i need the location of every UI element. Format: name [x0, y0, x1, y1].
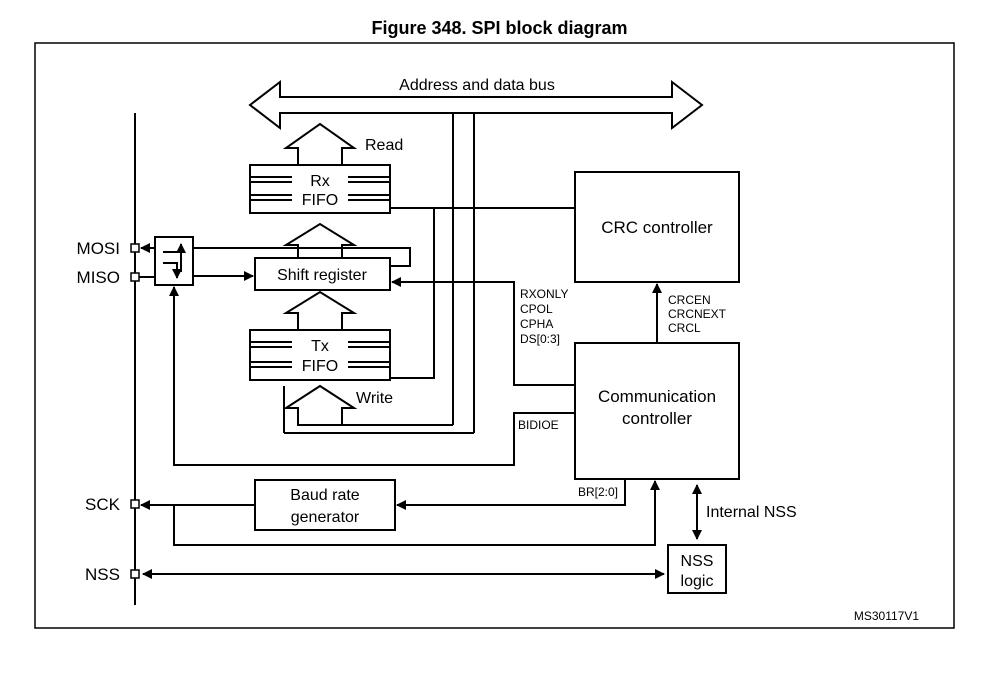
nss-logic-label-2: logic	[681, 573, 714, 590]
tx-fifo-label-1: Tx	[311, 338, 329, 355]
crc-signal-label-2: CRCL	[668, 321, 701, 335]
write-arrow	[282, 384, 358, 426]
miso-label: MISO	[77, 268, 120, 287]
nss-logic	[667, 544, 727, 594]
miso-pin	[130, 272, 140, 282]
crc-signal-label-0: CRCEN	[668, 293, 711, 307]
mosi-pin	[130, 243, 140, 253]
sck-pin	[130, 499, 140, 509]
figure-title: Figure 348. SPI block diagram	[371, 18, 628, 38]
tx-fifo-label-2: FIFO	[302, 358, 338, 375]
crc-controller	[574, 171, 740, 283]
baud-label-1: Baud rate	[290, 487, 359, 504]
sck-feedback-line	[173, 480, 660, 546]
control-signal-label-1: CPOL	[520, 302, 553, 316]
rx-fifo-label-1: Rx	[310, 173, 330, 190]
bidioe-line	[169, 286, 575, 466]
shift-register-label: Shift register	[277, 267, 367, 284]
nss-pin	[130, 569, 140, 579]
br-line	[396, 479, 626, 510]
mosi-label: MOSI	[77, 239, 120, 258]
crc-signal-label-1: CRCNEXT	[668, 307, 727, 321]
control-signal-label-0: RXONLY	[520, 287, 568, 301]
address-data-bus-arrow	[248, 79, 704, 131]
read-arrow	[282, 122, 358, 166]
comm-controller-label-1: Communication	[598, 387, 716, 406]
bidioe-label: BIDIOE	[518, 418, 559, 432]
baud-label-2: generator	[291, 509, 360, 526]
nss-logic-label-1: NSS	[681, 553, 714, 570]
sck-label: SCK	[85, 495, 121, 514]
figure-frame	[34, 42, 955, 629]
ctrl-to-shift-line	[391, 277, 575, 386]
crc-controller-label: CRC controller	[601, 218, 713, 237]
communication-controller	[574, 342, 740, 480]
bus-label: Address and data bus	[399, 77, 555, 94]
baud-rate-generator	[254, 479, 396, 531]
rx-fifo-label-2: FIFO	[302, 192, 338, 209]
read-label: Read	[365, 137, 403, 154]
shift-register	[254, 257, 391, 291]
comm-controller-label-2: controller	[622, 409, 692, 428]
tx-to-shift-arrow	[282, 290, 358, 331]
direction-switch	[154, 236, 194, 286]
control-signal-label-2: CPHA	[520, 317, 553, 331]
br-label: BR[2:0]	[578, 485, 618, 499]
nss-label: NSS	[85, 565, 120, 584]
shift-to-rx-arrow	[282, 222, 358, 259]
reference-code: MS30117V1	[854, 609, 919, 623]
write-label: Write	[356, 390, 393, 407]
shift-out-line	[193, 247, 411, 267]
internal-nss-label: Internal NSS	[706, 504, 797, 521]
control-signal-label-3: DS[0:3]	[520, 332, 560, 346]
